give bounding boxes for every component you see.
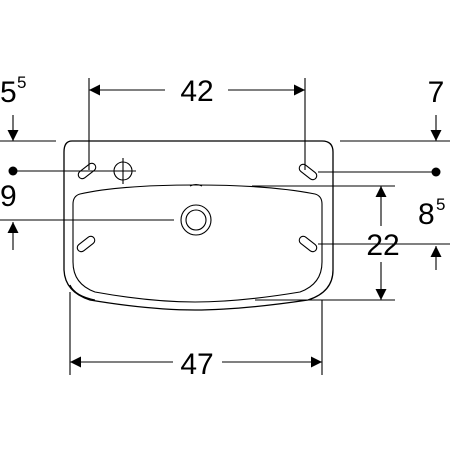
dimension-left-axis: 9 xyxy=(0,166,174,250)
tap-hole-icon xyxy=(110,158,136,184)
dimension-left-top-offset: 5 5 xyxy=(0,73,56,142)
fixing-slot-bottom-left xyxy=(76,235,96,253)
dimension-right-axis xyxy=(318,167,441,177)
dimension-label-5-sup: 5 xyxy=(17,73,26,92)
dimension-hole-spacing: 42 xyxy=(88,75,306,170)
dimension-label-22: 22 xyxy=(366,229,399,262)
fixing-slot-bottom-right xyxy=(298,235,318,253)
fixing-slot-top-left xyxy=(77,162,97,180)
dimension-label-8-sup: 5 xyxy=(436,195,445,214)
dimension-label-5: 5 xyxy=(0,76,17,109)
dimension-right-top-offset: 7 xyxy=(340,76,450,142)
fixing-slot-top-right xyxy=(298,163,318,181)
dimension-label-42: 42 xyxy=(180,75,213,108)
dimension-depth: 22 xyxy=(252,185,450,301)
dimension-right-side-offset: 8 5 xyxy=(418,195,445,270)
dimension-label-8: 8 xyxy=(418,198,435,231)
dimension-label-9: 9 xyxy=(0,180,17,213)
basin-outline xyxy=(63,140,334,311)
basin-bowl xyxy=(72,183,323,303)
dimension-label-47: 47 xyxy=(180,348,213,381)
drain-icon xyxy=(180,204,212,236)
dimension-label-7: 7 xyxy=(428,76,445,109)
dimension-overall-width: 47 xyxy=(69,292,323,381)
